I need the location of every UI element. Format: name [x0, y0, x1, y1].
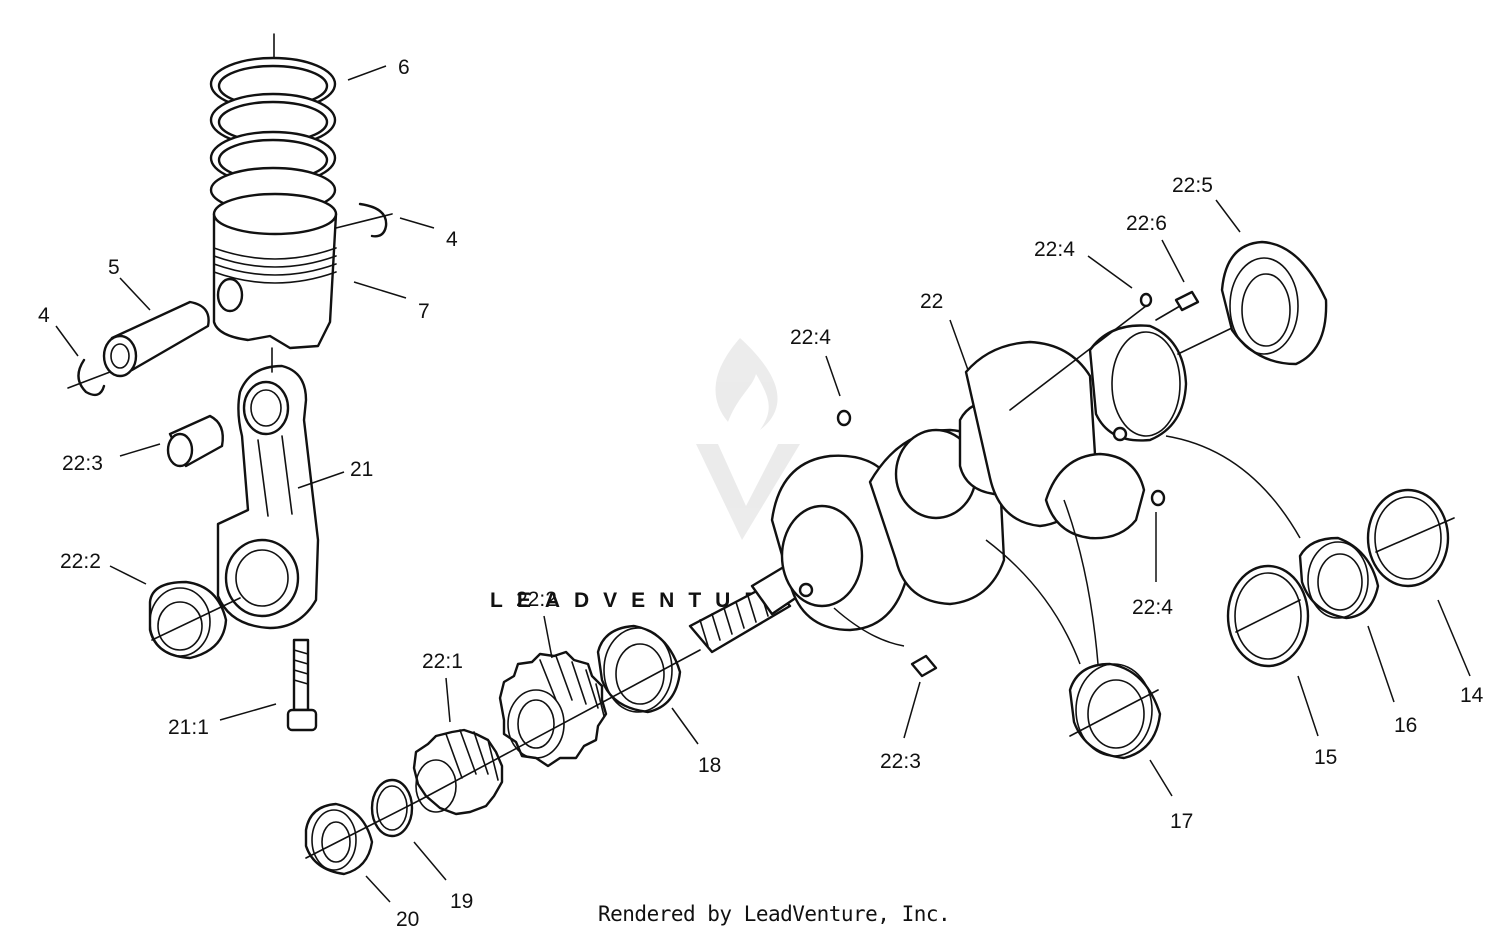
watermark-text: LEADVENTURE	[490, 589, 802, 612]
callout-22-4-upper-left: 22:4	[790, 326, 831, 349]
gear-22-2	[498, 650, 608, 768]
watermark-logo	[696, 338, 800, 540]
piston-rings	[209, 33, 337, 214]
piston	[212, 192, 338, 350]
leader-lines	[55, 65, 1471, 903]
thrust-washer-14	[1366, 488, 1455, 588]
callout-22-2-left: 22:2	[60, 550, 101, 573]
snap-ring-left	[67, 358, 111, 397]
rear-main-bearing	[1220, 240, 1328, 366]
rod-bearing-shell	[148, 580, 241, 660]
callout-22-4-top: 22:4	[1034, 238, 1075, 261]
gear-22-1	[412, 728, 504, 816]
axis-line	[419, 649, 701, 801]
callout-22-5: 22:5	[1172, 174, 1213, 197]
callout-20: 20	[396, 908, 419, 931]
connecting-rod	[216, 347, 320, 630]
callout-17: 17	[1170, 810, 1193, 833]
callout-22-1: 22:1	[422, 650, 463, 673]
callout-15: 15	[1314, 746, 1337, 769]
callout-6: 6	[398, 56, 410, 79]
front-bearing-18	[596, 624, 682, 714]
callout-19: 19	[450, 890, 473, 913]
callout-5: 5	[108, 256, 120, 279]
callout-22-6: 22:6	[1126, 212, 1167, 235]
callout-labels: 6 4 5 7 4 22:3 21 22:2 21:1 22:2 22:1 18…	[38, 56, 1484, 931]
callout-22-3-key: 22:3	[880, 750, 921, 773]
rod-bolt	[286, 638, 318, 732]
snap-ring-right	[335, 202, 393, 238]
small-end-bushing	[166, 414, 224, 468]
render-credit: Rendered by LeadVenture, Inc.	[598, 902, 951, 926]
main-bearing-16	[1298, 536, 1380, 620]
callout-22-3-left: 22:3	[62, 452, 103, 475]
crank-plugs	[836, 290, 1200, 507]
crank-key	[910, 654, 938, 678]
crankshaft	[688, 299, 1291, 654]
callout-22-2-gear: 22:2	[516, 588, 557, 611]
callout-7: 7	[418, 300, 430, 323]
callout-21-1: 21:1	[168, 716, 209, 739]
callout-22: 22	[920, 290, 943, 313]
collar-20	[304, 799, 421, 876]
callout-4-right: 4	[446, 228, 458, 251]
callout-16: 16	[1394, 714, 1417, 737]
callout-22-4-right: 22:4	[1132, 596, 1173, 619]
callout-14: 14	[1460, 684, 1484, 707]
spacer-ring-19	[370, 778, 414, 838]
callout-18: 18	[698, 754, 721, 777]
callout-4-left: 4	[38, 304, 50, 327]
callout-21: 21	[350, 458, 373, 481]
main-bearing-17	[1068, 662, 1162, 760]
piston-pin	[102, 300, 210, 378]
reference-arcs	[833, 435, 1301, 665]
thrust-washer-15	[1226, 564, 1310, 668]
